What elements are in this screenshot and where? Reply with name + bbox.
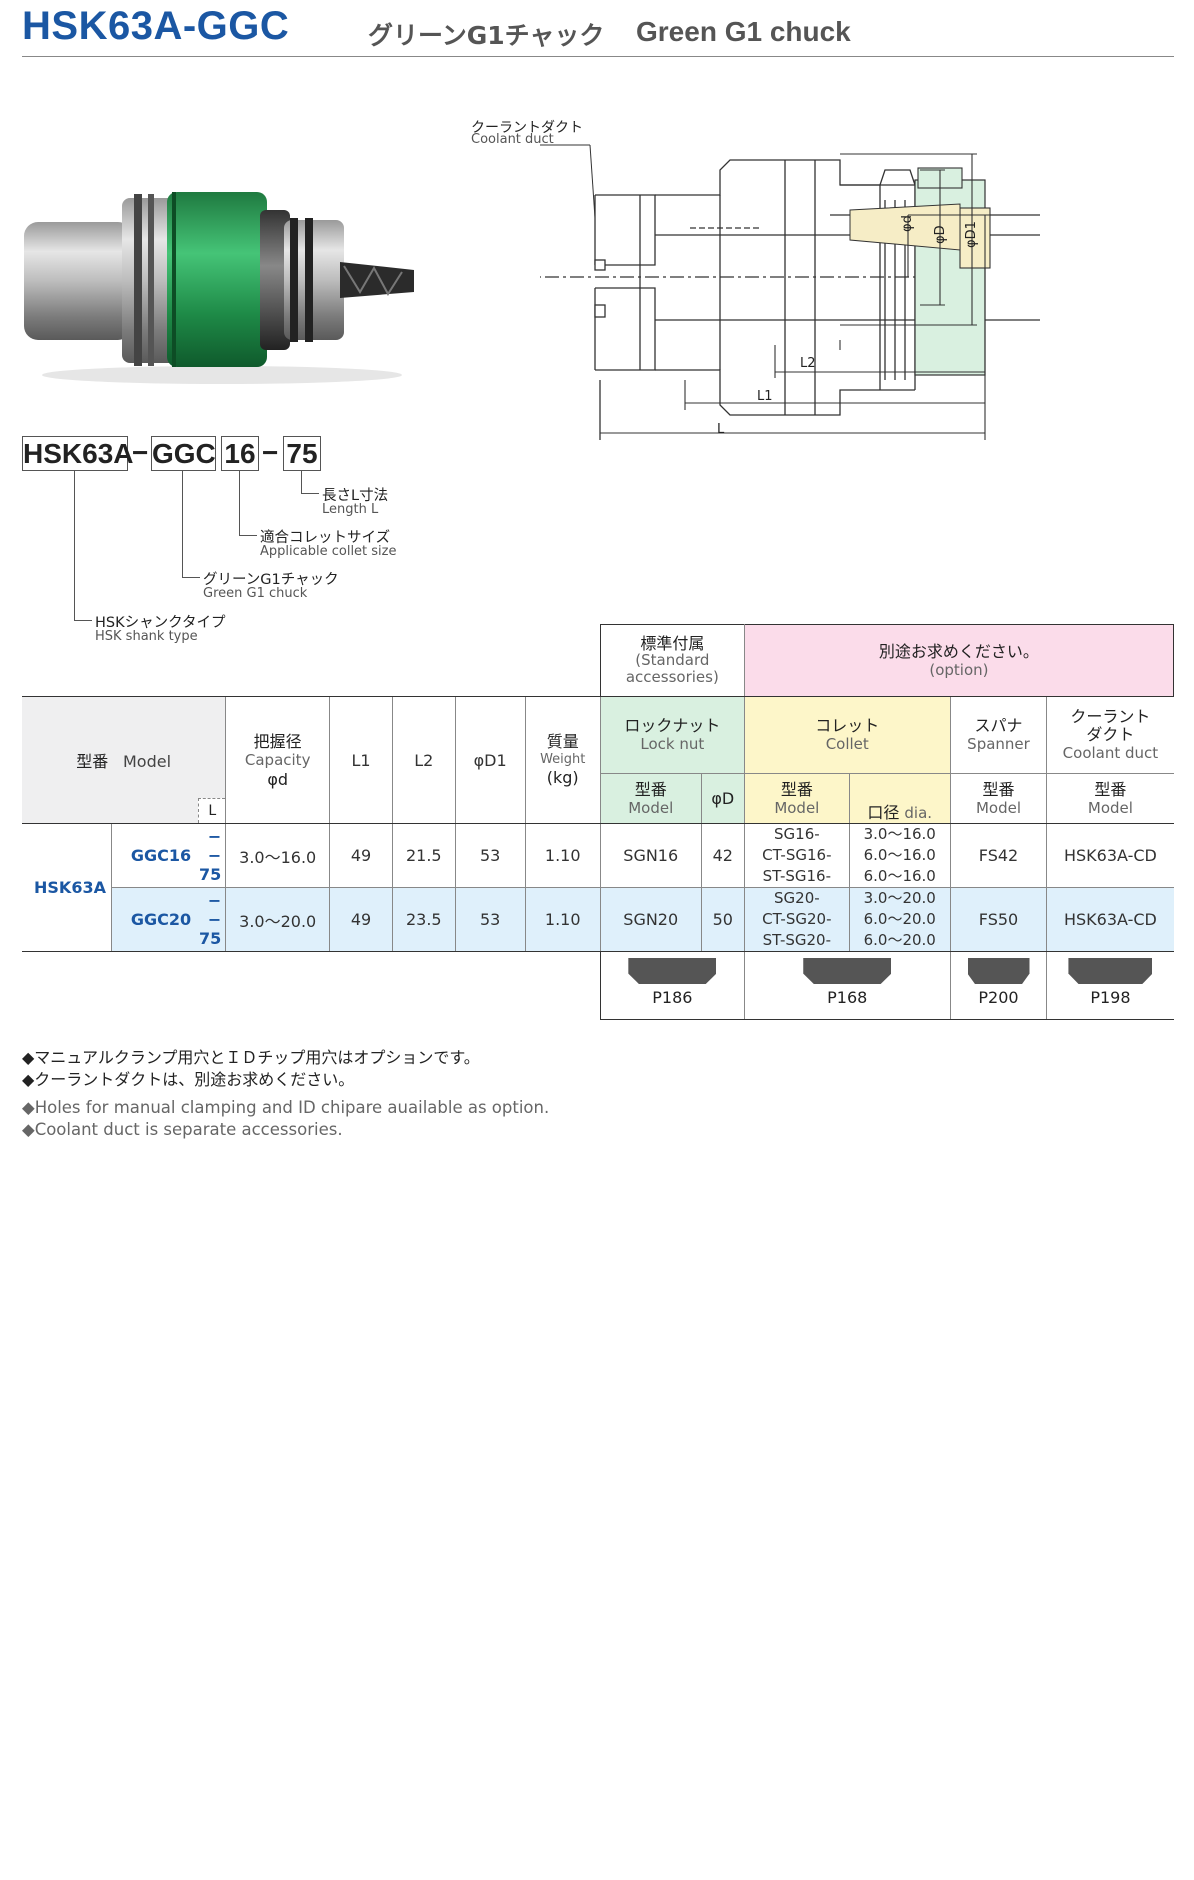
dim-L2: L2 [800,356,816,371]
row-collet-models: SG16- CT-SG16- ST-SG16- [743,823,850,888]
header-weight: 質量 Weight (kg) [524,696,601,824]
row-weight: 1.10 [524,887,601,952]
row-spanner: FS50 [949,887,1048,952]
row-locknut-model: SGN16 [599,823,702,888]
code-part-shank: HSK63A [22,436,134,471]
dim-phi-d: φd [900,215,915,232]
label-collet-jp: 適合コレットサイズ [260,530,391,546]
subheader-coolant-model: 型番 Model [1046,773,1174,824]
dim-L: L [717,422,725,437]
header-L2: L2 [391,696,456,824]
row-coolant: HSK63A-CD [1046,823,1174,888]
series-label: HSK63A [22,823,113,952]
label-chuck-jp: グリーンG1チャック [203,572,339,588]
page-ref-coolant[interactable]: P198 [1046,951,1174,1020]
row-weight: 1.10 [524,823,601,888]
subheader-collet-dia: 口径 dia. [848,773,951,824]
page-ref-collet[interactable]: P168 [743,951,951,1020]
leader-size-v [239,471,240,535]
dim-L1: L1 [757,389,773,404]
row-spanner: FS42 [949,823,1048,888]
row-collet-dias: 3.0〜20.0 6.0〜20.0 6.0〜20.0 [848,887,951,952]
header-L1: L1 [329,696,393,824]
page-subtitle-en: Green G1 chuck [636,16,851,47]
row-locknut-D: 50 [700,887,745,952]
dim-phi-D1: φD1 [964,221,979,248]
note-jp-1: ◆マニュアルクランプ用穴とＩＤチップ用穴はオプションです。 [22,1048,480,1067]
header-coolant: クーラント ダクト Coolant duct [1046,696,1174,774]
row-L2: 21.5 [391,823,456,888]
header-capacity: 把握径 Capacity φd [225,696,331,824]
label-length-jp: 長さL寸法 [322,488,389,504]
page-tab-icon [628,958,717,984]
row-D1: 53 [454,823,526,888]
coolant-duct-label-jp: クーラントダクト [471,120,583,136]
leader-type-h [182,577,200,578]
label-collet-en: Applicable collet size [260,544,397,559]
note-en-2: ◆Coolant duct is separate accessories. [22,1120,343,1139]
code-dash-2: − [262,437,279,468]
row-D1: 53 [454,887,526,952]
page-tab-icon [803,958,892,984]
page-ref-locknut[interactable]: P186 [599,951,745,1020]
code-dash-1: − [132,437,149,468]
table-row: HSK63A − GGC16 − 75 3.0〜16.0 49 21.5 53 … [22,823,1174,952]
table-spacer [22,952,600,1020]
standard-accessories-header: 標準付属 (Standard accessories) [599,624,745,697]
code-part-size: 16 [221,436,259,471]
header-D1: φD1 [454,696,526,824]
option-header: 別途お求めください。 (option) [743,624,1175,697]
leader-size-h [239,535,257,536]
technical-drawing [540,144,1040,440]
row-collet-dias: 3.0〜16.0 6.0〜16.0 6.0〜16.0 [848,823,951,888]
subheader-locknut-model: 型番 Model [599,773,702,824]
leader-length-v [301,471,302,493]
page-subtitle-jp: グリーンG1チャック [368,21,605,50]
row-locknut-model: SGN20 [599,887,702,952]
row-locknut-D: 42 [700,823,745,888]
code-part-type: GGC [151,436,216,471]
row-capacity: 3.0〜16.0 [225,823,331,888]
subheader-collet-model: 型番 Model [743,773,850,824]
leader-shank-h [74,620,92,621]
row-L1: 49 [329,823,393,888]
header-collet: コレット Collet [743,696,951,774]
dim-phi-D: φD [933,225,948,244]
table-row: − GGC20 − 75 3.0〜20.0 49 23.5 53 1.10 SG… [22,887,1174,952]
row-model: − GGC16 − 75 [111,823,227,888]
label-length-en: Length L [322,502,379,517]
subheader-spanner-model: 型番 Model [949,773,1048,824]
coolant-duct-label-en: Coolant duct [471,132,554,147]
title-rule [22,56,1174,57]
product-photo [24,192,414,384]
row-L1: 49 [329,887,393,952]
row-L2: 23.5 [391,887,456,952]
leader-type-v [182,471,183,577]
row-model: − GGC20 − 75 [111,887,227,952]
page-ref-spanner[interactable]: P200 [949,951,1048,1020]
header-model: 型番 Model L [22,696,227,824]
page-tab-icon [1068,958,1153,984]
label-chuck-en: Green G1 chuck [203,586,308,601]
leader-length-h [301,493,319,494]
header-locknut: ロックナット Lock nut [599,696,745,774]
row-capacity: 3.0〜20.0 [225,887,331,952]
page-title: HSK63A-GGC [22,4,290,48]
note-en-1: ◆Holes for manual clamping and ID chipar… [22,1098,550,1117]
spec-table: 標準付属 (Standard accessories) 別途お求めください。 (… [22,624,1175,1020]
leader-shank-v [74,471,75,620]
row-coolant: HSK63A-CD [1046,887,1174,952]
header-model-L: L [198,798,225,823]
code-part-length: 75 [283,436,321,471]
header-spanner: スパナ Spanner [949,696,1048,774]
row-collet-models: SG20- CT-SG20- ST-SG20- [743,887,850,952]
note-jp-2: ◆クーラントダクトは、別途お求めください。 [22,1070,355,1089]
subheader-locknut-D: φD [700,773,745,824]
page-tab-icon [967,958,1030,984]
table-spacer [22,624,601,697]
